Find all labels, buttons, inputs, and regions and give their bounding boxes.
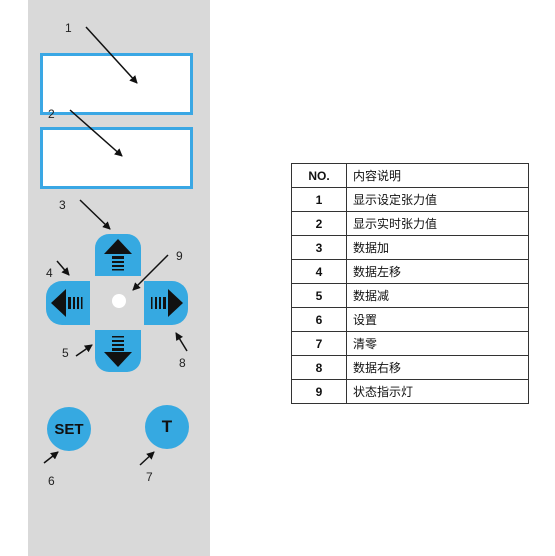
callout-number-2: 2 bbox=[48, 107, 55, 121]
left-key[interactable] bbox=[46, 281, 90, 325]
set-key[interactable]: SET bbox=[47, 407, 91, 451]
legend-row-no: 2 bbox=[291, 211, 347, 236]
legend-row-no: 4 bbox=[291, 259, 347, 284]
legend-row-desc: 清零 bbox=[346, 331, 529, 356]
callout-number-5: 5 bbox=[62, 346, 69, 360]
callout-arrow-7 bbox=[139, 451, 155, 466]
arrow-right-icon bbox=[151, 289, 183, 317]
callout-number-6: 6 bbox=[48, 474, 55, 488]
arrow-left-icon bbox=[51, 289, 83, 317]
down-key[interactable] bbox=[95, 330, 141, 372]
callout-number-8: 8 bbox=[179, 356, 186, 370]
legend-row-no: 6 bbox=[291, 307, 347, 332]
callout-arrow-3 bbox=[79, 199, 111, 230]
callout-arrow-6 bbox=[43, 451, 59, 464]
callout-arrow-9 bbox=[132, 254, 169, 291]
callout-arrow-5 bbox=[75, 344, 93, 357]
callout-arrow-2 bbox=[69, 109, 123, 157]
callout-arrow-4 bbox=[56, 260, 70, 276]
legend-header-desc: 内容说明 bbox=[346, 163, 529, 188]
callout-number-3: 3 bbox=[59, 198, 66, 212]
callout-arrow-1 bbox=[85, 26, 138, 84]
arrow-down-icon bbox=[104, 336, 132, 367]
legend-row-desc: 数据左移 bbox=[346, 259, 529, 284]
legend-row-no: 7 bbox=[291, 331, 347, 356]
legend-row-no: 1 bbox=[291, 187, 347, 212]
legend-row-no: 5 bbox=[291, 283, 347, 308]
legend-row-desc: 数据减 bbox=[346, 283, 529, 308]
legend-row-desc: 数据右移 bbox=[346, 355, 529, 380]
legend-row-no: 9 bbox=[291, 379, 347, 404]
legend-row-desc: 设置 bbox=[346, 307, 529, 332]
callout-number-1: 1 bbox=[65, 21, 72, 35]
legend-row-desc: 状态指示灯 bbox=[346, 379, 529, 404]
callout-arrow-8 bbox=[175, 332, 188, 352]
callout-number-4: 4 bbox=[46, 266, 53, 280]
legend-header-row: NO. 内容说明 bbox=[291, 163, 529, 188]
legend-header-no: NO. bbox=[291, 163, 347, 188]
callout-number-9: 9 bbox=[176, 249, 183, 263]
t-key[interactable]: T bbox=[145, 405, 189, 449]
legend-row-no: 3 bbox=[291, 235, 347, 260]
legend-row-no: 8 bbox=[291, 355, 347, 380]
up-key[interactable] bbox=[95, 234, 141, 276]
legend-row-desc: 显示设定张力值 bbox=[346, 187, 529, 212]
status-indicator-led bbox=[112, 294, 126, 308]
right-key[interactable] bbox=[144, 281, 188, 325]
actual-tension-display bbox=[40, 127, 193, 189]
callout-number-7: 7 bbox=[146, 470, 153, 484]
legend-row-desc: 数据加 bbox=[346, 235, 529, 260]
arrow-up-icon bbox=[104, 239, 132, 271]
legend-row-desc: 显示实时张力值 bbox=[346, 211, 529, 236]
set-tension-display bbox=[40, 53, 193, 115]
